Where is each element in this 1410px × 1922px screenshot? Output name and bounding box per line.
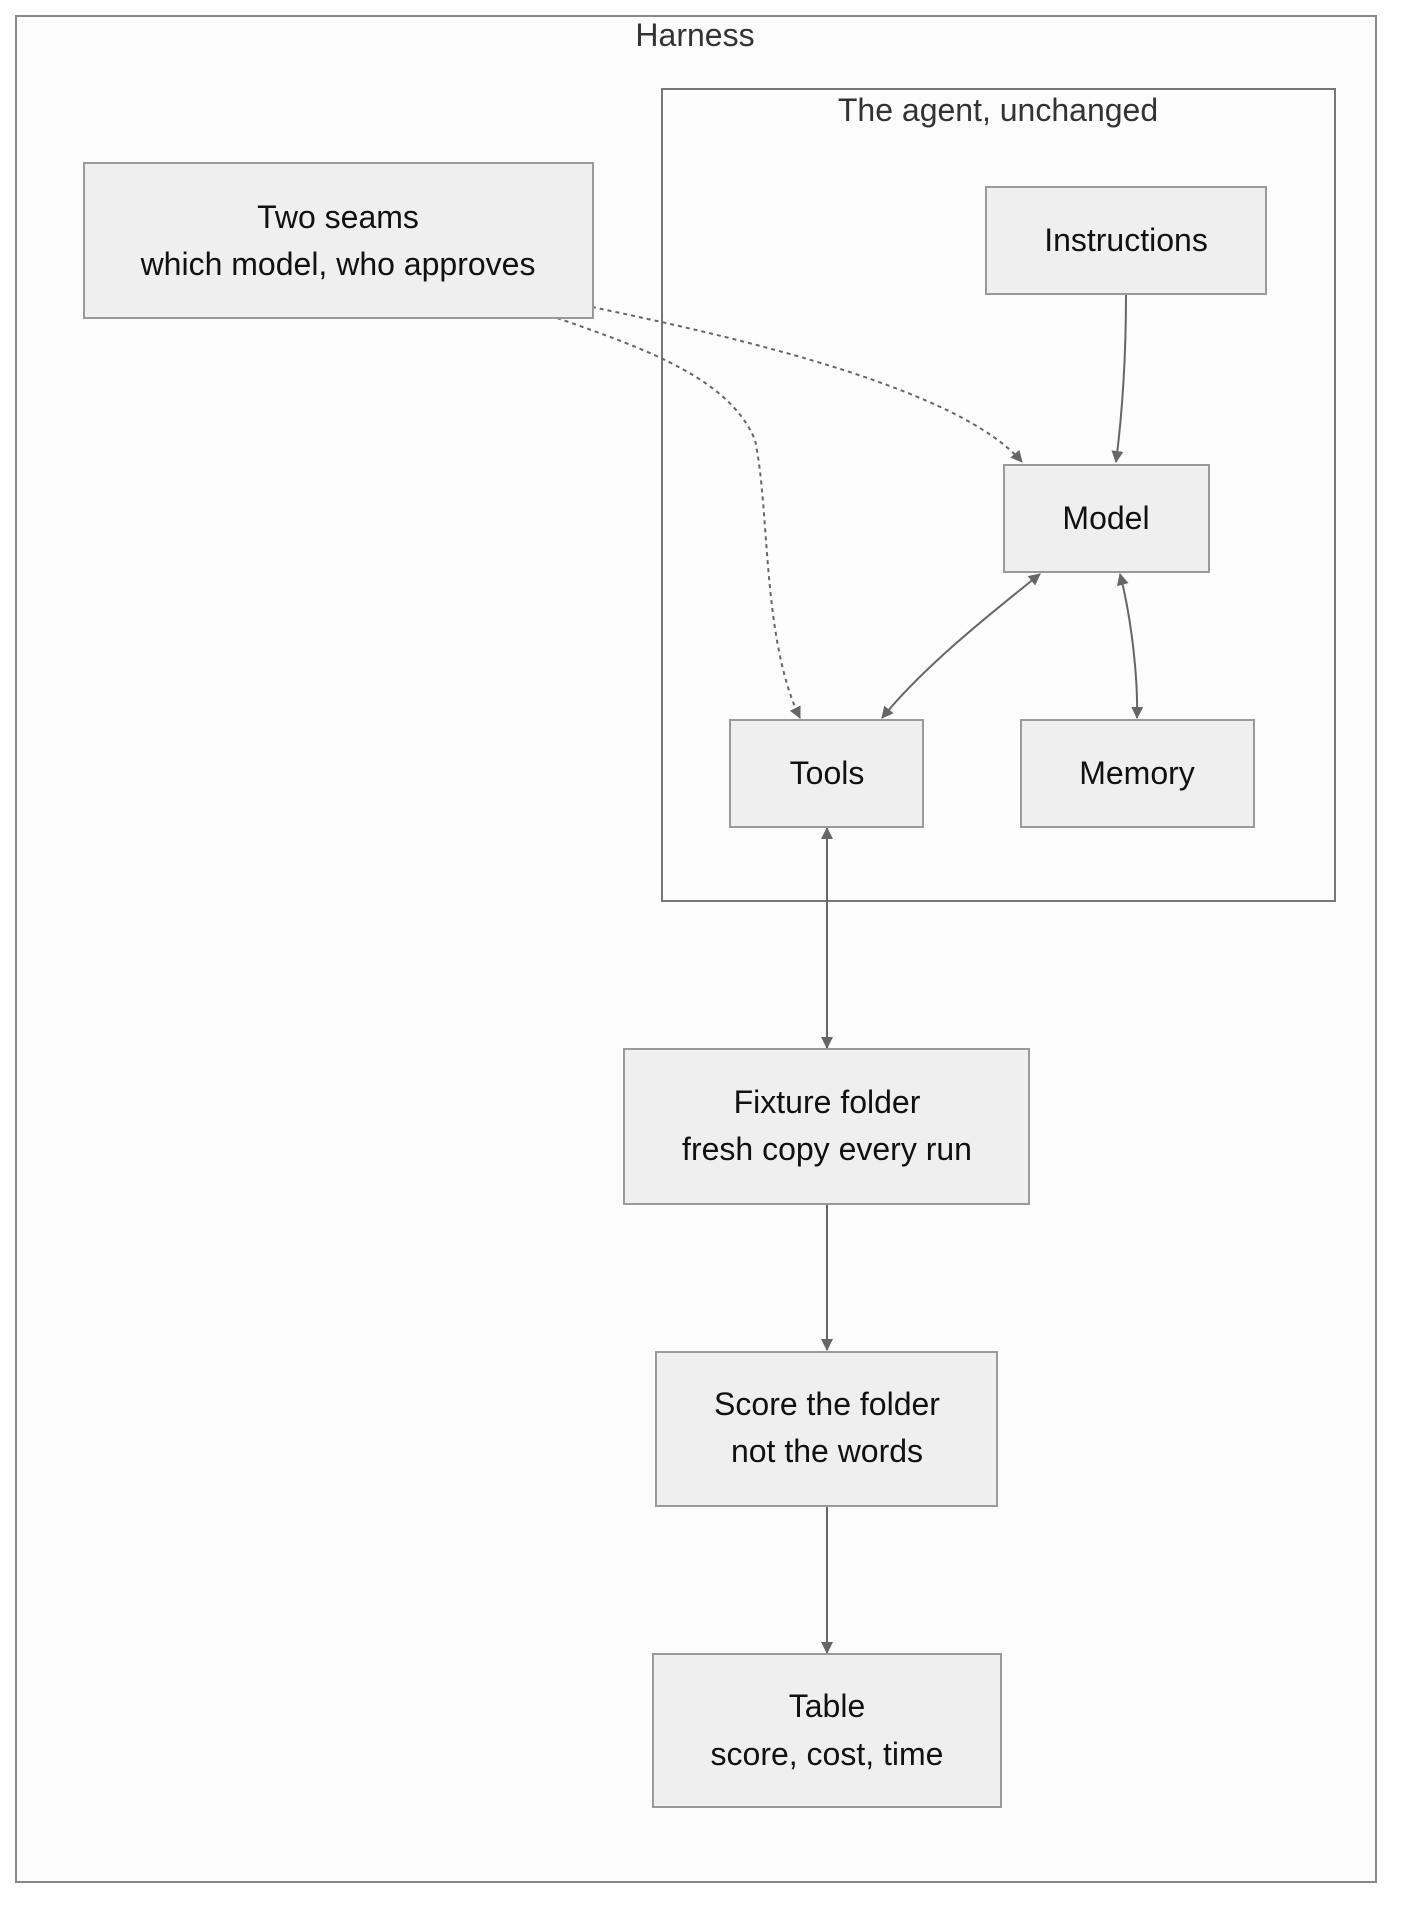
node-memory: Memory <box>1020 719 1255 828</box>
node-two-seams-box <box>83 162 594 319</box>
node-memory-label: Memory <box>1079 755 1195 791</box>
node-table-title: Table <box>789 1688 866 1724</box>
node-memory-box <box>1020 719 1255 828</box>
node-tools-label: Tools <box>790 755 865 791</box>
node-fixture-folder: Fixture folder fresh copy every run <box>623 1048 1030 1205</box>
node-score-folder-box <box>655 1351 998 1507</box>
node-score-folder-subtitle: not the words <box>731 1433 923 1469</box>
node-tools-box <box>729 719 924 828</box>
agent-cluster-label: The agent, unchanged <box>838 92 1158 128</box>
node-two-seams-subtitle: which model, who approves <box>140 246 536 282</box>
node-fixture-folder-title: Fixture folder <box>734 1084 921 1120</box>
edge-seams-to-tools <box>556 317 801 719</box>
node-model-label: Model <box>1062 500 1149 536</box>
node-instructions-box <box>985 186 1267 295</box>
node-score-folder: Score the folder not the words <box>655 1351 998 1507</box>
edge-seams-to-model <box>591 306 1023 463</box>
edge-instructions-to-model <box>1111 293 1127 463</box>
node-two-seams-title: Two seams <box>257 199 419 235</box>
node-table-subtitle: score, cost, time <box>711 1736 944 1772</box>
node-instructions-label: Instructions <box>1044 222 1208 258</box>
node-table-box <box>652 1653 1002 1808</box>
edges <box>556 293 1144 1654</box>
edge-model-tools <box>881 573 1041 719</box>
node-instructions: Instructions <box>985 186 1267 295</box>
node-model-box <box>1003 464 1210 573</box>
node-fixture-folder-subtitle: fresh copy every run <box>682 1131 972 1167</box>
node-model: Model <box>1003 464 1210 573</box>
harness-cluster-label: Harness <box>635 17 754 53</box>
node-score-folder-title: Score the folder <box>714 1386 940 1422</box>
node-fixture-folder-box <box>623 1048 1030 1205</box>
edge-model-memory <box>1116 573 1144 719</box>
node-tools: Tools <box>729 719 924 828</box>
node-two-seams: Two seams which model, who approves <box>83 162 594 319</box>
node-table: Table score, cost, time <box>652 1653 1002 1808</box>
